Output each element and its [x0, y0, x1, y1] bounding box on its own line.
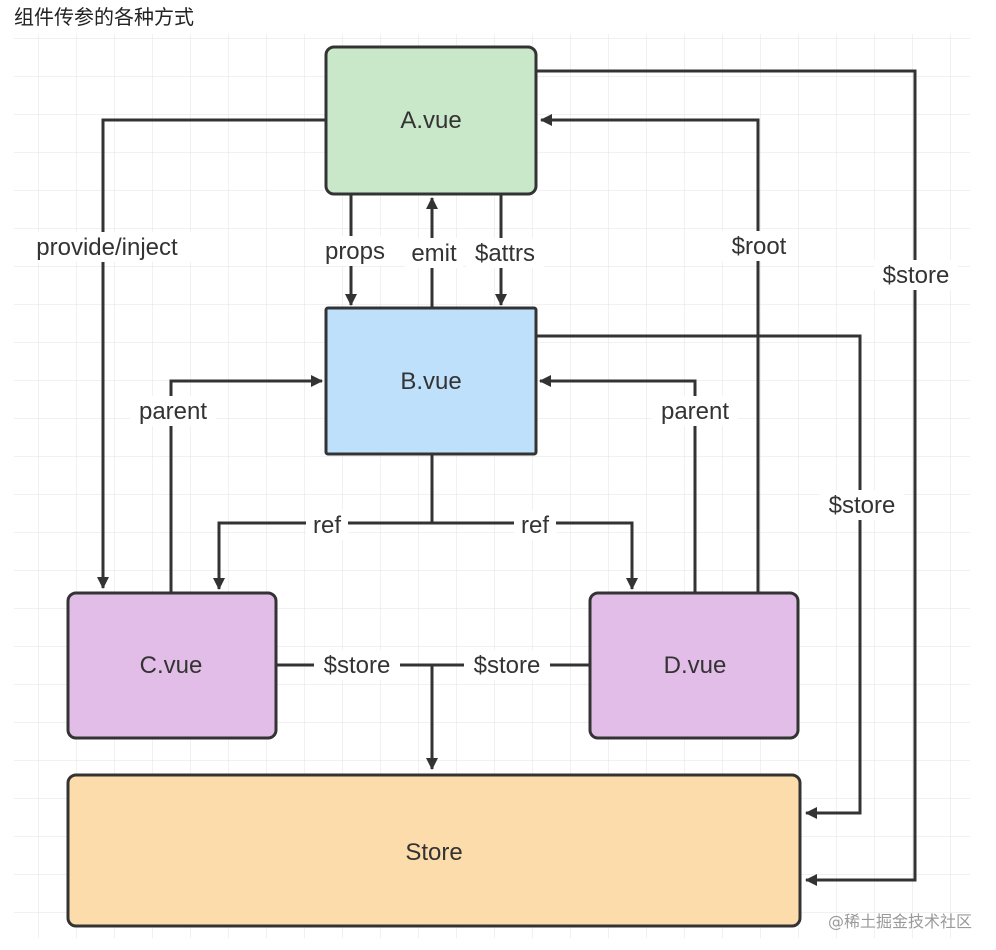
edge-label-bg — [722, 231, 796, 261]
edge-store-outer — [536, 69, 917, 886]
edge-label-bg — [130, 396, 216, 426]
node-c-label: C.vue — [140, 652, 203, 679]
edge-label-bg — [405, 238, 463, 268]
edge-label-bg — [820, 490, 904, 520]
edge-label-root: $root — [732, 233, 787, 260]
edge-ref-right — [432, 521, 638, 590]
edge-parent-right — [539, 375, 697, 593]
edge-label-parent-right: parent — [661, 398, 729, 425]
diagram-title: 组件传参的各种方式 — [14, 5, 194, 29]
edge-store-inner — [536, 334, 862, 819]
edge-label-store-inner: $store — [829, 492, 896, 519]
node-store-label: Store — [405, 839, 462, 866]
edge-label-provide-inject: provide/inject — [36, 234, 178, 261]
edge-label-attrs: $attrs — [475, 240, 535, 267]
edge-label-bg — [652, 396, 738, 426]
edge-root — [540, 114, 760, 593]
edge-label-bg — [464, 650, 550, 680]
edge-label-store-c: $store — [324, 652, 391, 679]
edge-label-store-d: $store — [474, 652, 541, 679]
edge-label-bg — [874, 260, 958, 290]
node-b — [324, 306, 538, 456]
edge-provide-inject — [97, 118, 326, 589]
edge-label-bg — [306, 510, 348, 540]
watermark: @稀土掘金技术社区 — [827, 912, 972, 931]
node-a — [324, 45, 538, 196]
edge-label-parent-left: parent — [139, 398, 207, 425]
edge-label-emit: emit — [411, 240, 457, 267]
edge-ref-left — [213, 521, 432, 590]
edge-label-ref-right: ref — [521, 512, 549, 539]
edge-label-store-outer: $store — [883, 262, 950, 289]
edge-label-bg — [316, 236, 394, 266]
node-store — [66, 773, 802, 928]
edge-label-bg — [466, 238, 544, 268]
node-d — [588, 591, 800, 740]
node-d-label: D.vue — [664, 652, 727, 679]
node-a-label: A.vue — [400, 107, 461, 134]
edge-label-bg — [514, 510, 556, 540]
node-c — [66, 591, 278, 740]
edge-label-props: props — [325, 238, 385, 265]
edge-label-bg — [314, 650, 400, 680]
node-b-label: B.vue — [400, 368, 461, 395]
edge-parent-left — [169, 375, 323, 593]
edge-label-ref-left: ref — [313, 512, 341, 539]
edge-label-bg — [18, 232, 196, 262]
